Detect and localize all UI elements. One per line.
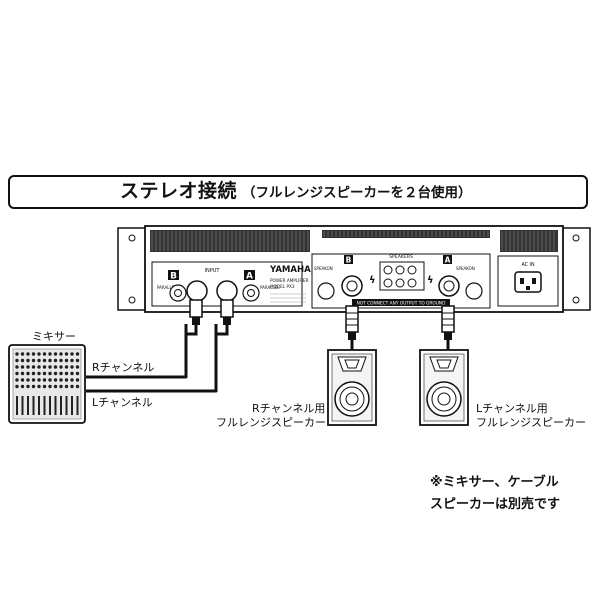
r-channel-cable [86, 324, 188, 379]
power-amplifier: B A INPUT PARALLEL PARALLEL YAMAHA POWER… [117, 225, 591, 313]
amp-vent-right [500, 230, 558, 252]
amp-input-label: INPUT [205, 268, 221, 274]
speakon-plug-l [441, 305, 455, 340]
amp-warning-text: NOT CONNECT ANY OUTPUT TO GROUND [357, 301, 447, 307]
amp-binding-posts [379, 261, 425, 291]
svg-text:ϟ: ϟ [369, 275, 376, 286]
amp-speaker-channel-a: A [445, 256, 451, 265]
xlr-plug-r [184, 299, 203, 340]
note-line1: ※ミキサー、ケーブル [430, 475, 559, 490]
amp-model-line2: MODEL PX3 [270, 284, 295, 289]
amp-xlr-input-a [216, 280, 238, 302]
amp-speakers-label: SPEAKERS [389, 254, 413, 260]
amp-speakon-label-a: SPEAKON [456, 266, 475, 271]
l-channel-cable [86, 324, 218, 393]
amp-rack-ear-right [561, 227, 591, 311]
speaker-r-label-line1: Rチャンネル用 [252, 402, 326, 415]
speaker-l [419, 349, 469, 426]
speakon-plug-r [345, 305, 359, 340]
amp-xlr-input-b [186, 280, 208, 302]
mixer-controls [15, 352, 80, 415]
mixer-label: ミキサー [32, 330, 76, 343]
amp-model-line1: POWER AMPLIFIER [270, 278, 309, 283]
amp-vent-left [150, 230, 310, 252]
speaker-l-label-line2: フルレンジスピーカー [476, 416, 586, 429]
diagram-title: ステレオ接続 [120, 180, 238, 202]
diagram-subtitle: （フルレンジスピーカーを２台使用） [242, 185, 472, 201]
amp-brand: YAMAHA [269, 265, 311, 275]
amp-ac-label: AC IN [521, 262, 534, 268]
speaker-r-label-line2: フルレンジスピーカー [216, 416, 326, 429]
l-channel-label: Lチャンネル [92, 396, 153, 409]
sold-separately-note: ※ミキサー、ケーブル スピーカーは別売です [430, 472, 560, 516]
amp-channel-b-label: B [170, 272, 177, 282]
connection-diagram: B A INPUT PARALLEL PARALLEL YAMAHA POWER… [8, 225, 591, 426]
amp-parallel-label-b: PARALLEL [157, 285, 177, 290]
r-channel-label: Rチャンネル [92, 361, 155, 374]
amp-channel-a-label: A [246, 272, 253, 282]
speaker-l-label-line1: Lチャンネル用 [476, 402, 548, 415]
title-frame [8, 175, 588, 209]
amp-warning-strip [352, 299, 450, 306]
audio-cables [86, 324, 218, 393]
amp-speakon-label-b: SPEAKON [314, 266, 333, 271]
note-line2: スピーカーは別売です [430, 497, 561, 512]
amp-rack-ear-left [117, 227, 147, 311]
amp-parallel-label-a: PARALLEL [260, 285, 280, 290]
speaker-r [327, 349, 377, 426]
amp-ac-inlet [514, 271, 542, 293]
amp-speaker-channel-b: B [346, 256, 352, 265]
svg-text:ϟ: ϟ [427, 275, 434, 286]
xlr-plug-l [214, 299, 234, 340]
mixer [8, 344, 86, 424]
